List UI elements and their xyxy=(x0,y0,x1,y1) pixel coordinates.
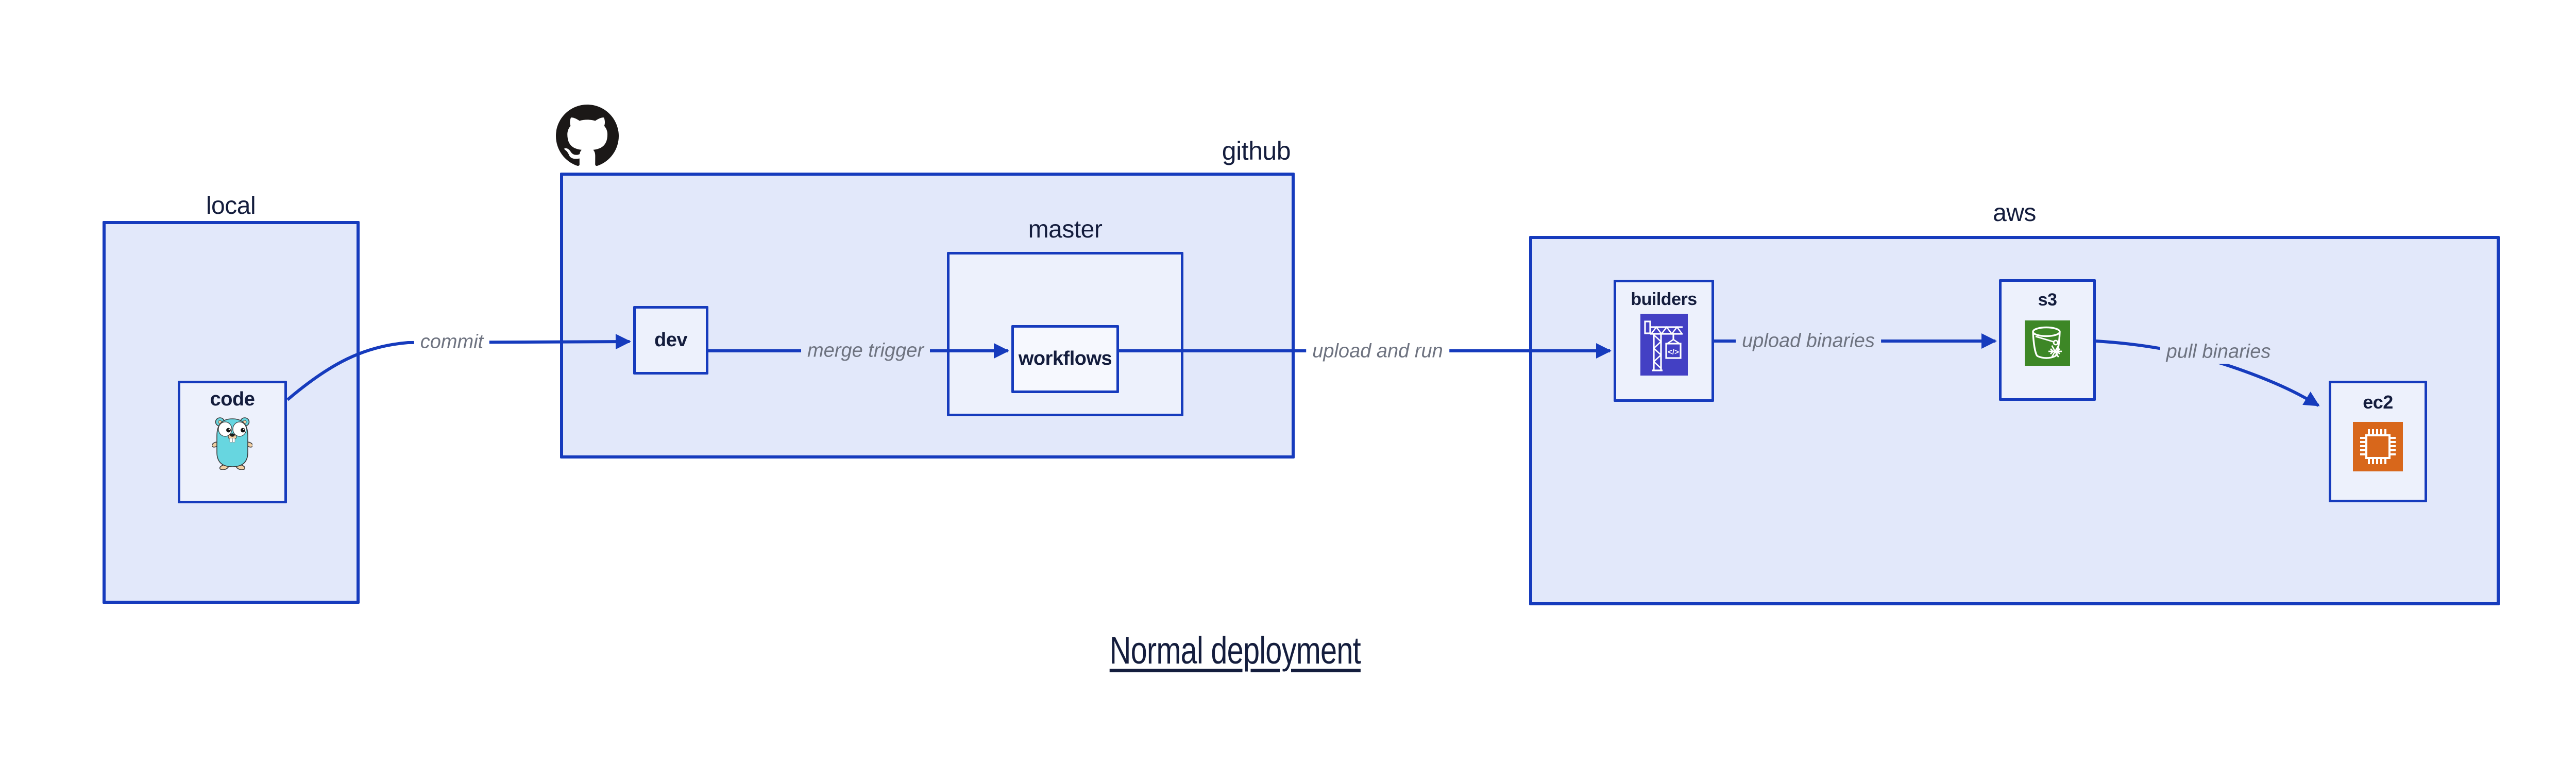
edge-label-pull-binaries: pull binaries xyxy=(2160,339,2277,364)
code-node-label: code xyxy=(210,388,255,410)
github-label: github xyxy=(1222,137,1291,165)
s3-bucket-icon xyxy=(2025,320,2070,366)
ec2-chip-icon xyxy=(2353,422,2403,472)
local-label: local xyxy=(206,192,256,219)
workflows-node-label: workflows xyxy=(1018,348,1112,370)
ec2-node-label: ec2 xyxy=(2363,392,2393,413)
master-label: master xyxy=(1028,216,1103,243)
edge-label-commit: commit xyxy=(414,330,490,354)
workflows-node-box: workflows xyxy=(1011,325,1119,393)
dev-node-box: dev xyxy=(633,306,708,375)
code-node-box: code xyxy=(178,381,287,503)
builders-node-box: builders </> xyxy=(1614,280,1714,402)
svg-text:</>: </> xyxy=(1668,348,1679,356)
builders-node-label: builders xyxy=(1631,290,1697,309)
edge-label-upload-and-run: upload and run xyxy=(1306,339,1449,364)
github-octocat-icon xyxy=(556,105,619,167)
s3-node-box: s3 xyxy=(1999,279,2096,401)
s3-node-label: s3 xyxy=(2038,290,2057,310)
diagram-title-text: Normal deployment xyxy=(1109,629,1361,672)
edge-label-merge-trigger: merge trigger xyxy=(801,338,930,363)
aws-label: aws xyxy=(1993,199,2036,227)
edge-label-upload-binaries: upload binaries xyxy=(1736,329,1881,353)
dev-node-label: dev xyxy=(654,329,687,351)
diagram-title: Normal deployment xyxy=(977,629,1493,672)
codebuild-crane-icon: </> xyxy=(1640,314,1688,376)
go-gopher-icon xyxy=(211,415,253,470)
ec2-node-box: ec2 xyxy=(2329,381,2427,502)
